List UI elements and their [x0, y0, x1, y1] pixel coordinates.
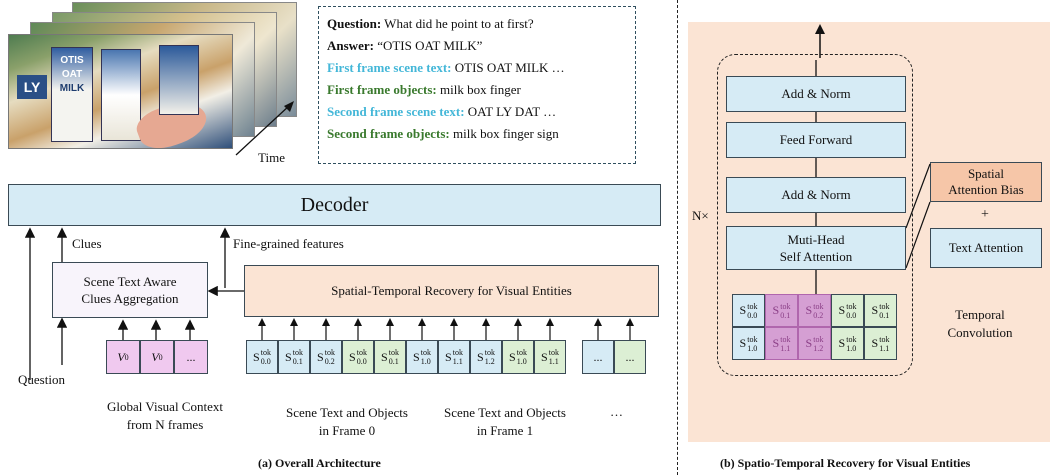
time-arrow: [235, 101, 294, 156]
seq-arrows: [258, 318, 634, 340]
carton-label-oat: OAT: [61, 68, 83, 80]
question-label: Question: [18, 372, 65, 387]
self-attention-line1: Muti-Head: [787, 232, 845, 247]
spatial-bias-box: Spatial Attention Bias: [930, 162, 1042, 202]
carton-label-otis: OTIS: [60, 54, 84, 66]
aggregation-line2: Clues Aggregation: [81, 291, 179, 306]
right-layer-lines: [815, 60, 817, 295]
panel-divider: [677, 0, 678, 475]
global-context-line2: from N frames: [126, 417, 204, 432]
qa-second-objects: Second frame objects: milk box finger si…: [327, 126, 559, 141]
decoder-box: Decoder: [8, 184, 661, 226]
milk-carton-2: [101, 49, 141, 141]
self-attention-line2: Self Attention: [779, 249, 853, 264]
feed-forward-box: Feed Forward: [726, 122, 906, 158]
milk-carton-3: [159, 45, 199, 115]
clues-label: Clues: [72, 236, 102, 251]
global-token-ellipsis: ...: [174, 340, 208, 374]
right-top-arrow: [815, 24, 825, 58]
caption-a: (a) Overall Architecture: [258, 456, 381, 470]
add-norm-mid-box: Add & Norm: [726, 177, 906, 213]
temporal-conv-label: Temporal Convolution: [935, 306, 1025, 342]
aggregation-line1: Scene Text Aware: [83, 274, 177, 289]
video-frame-1: OTIS OAT MILK LY: [8, 34, 233, 149]
milk-carton: [51, 47, 93, 142]
carton-label-ly: LY: [17, 75, 47, 99]
carton-label-milk: MILK: [59, 82, 85, 94]
encoder-layer-frame: [717, 54, 913, 376]
frame0-line1: Scene Text and Objects: [286, 405, 408, 420]
sequence-token: ...: [582, 340, 614, 374]
frame1-label: Scene Text and Objects in Frame 1: [420, 404, 590, 440]
recovery-box: Spatial-Temporal Recovery for Visual Ent…: [244, 265, 659, 317]
fine-grained-label: Fine-grained features: [233, 236, 344, 251]
frame0-line2: in Frame 0: [318, 423, 376, 438]
nx-label: N×: [692, 208, 709, 223]
qa-first-objects: First frame objects: milk box finger: [327, 82, 521, 97]
add-norm-top-box: Add & Norm: [726, 76, 906, 112]
spatial-bias-line1: Spatial: [967, 166, 1005, 181]
spatial-bias-line2: Attention Bias: [948, 182, 1024, 197]
frames-ellipsis: …: [610, 404, 623, 419]
aggregation-box: Scene Text Aware Clues Aggregation: [52, 262, 208, 318]
frame1-line1: Scene Text and Objects: [444, 405, 566, 420]
attention-connectors: [906, 163, 931, 269]
global-context-label: Global Visual Context from N frames: [80, 398, 250, 434]
qa-second-scene: Second frame scene text: OAT LY DAT …: [327, 104, 557, 119]
plus-sign: +: [981, 207, 989, 222]
qa-question: Question: What did he point to at first?: [327, 16, 534, 31]
caption-b: (b) Spatio-Temporal Recovery for Visual …: [720, 456, 971, 470]
global-context-line1: Global Visual Context: [107, 399, 223, 414]
sequence-token: ...: [614, 340, 646, 374]
qa-first-scene: First frame scene text: OTIS OAT MILK …: [327, 60, 565, 75]
qa-box: Question: What did he point to at first?…: [318, 6, 636, 164]
left-arrows: [24, 227, 244, 380]
text-attention-box: Text Attention: [930, 228, 1042, 268]
frame0-label: Scene Text and Objects in Frame 0: [262, 404, 432, 440]
qa-answer: Answer: “OTIS OAT MILK”: [327, 38, 483, 53]
self-attention-box: Muti-Head Self Attention: [726, 226, 906, 270]
temporal-conv-line2: Convolution: [947, 325, 1013, 340]
time-label: Time: [258, 150, 285, 165]
frame1-line2: in Frame 1: [476, 423, 534, 438]
temporal-conv-line1: Temporal: [955, 307, 1005, 322]
